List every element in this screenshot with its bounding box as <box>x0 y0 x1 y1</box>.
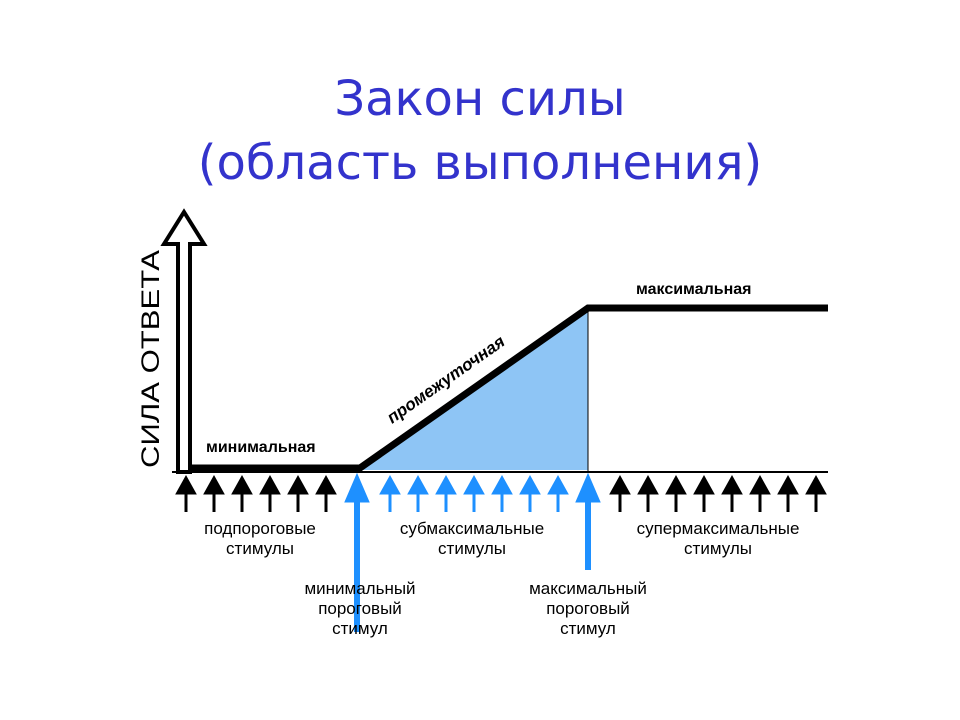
stimulus-arrow-icon <box>777 474 799 512</box>
min-threshold-label-line1: минимальный <box>304 579 415 598</box>
stimulus-arrow-icon <box>259 474 281 512</box>
stimulus-arrow-icon <box>203 474 225 512</box>
max-threshold-label: максимальный пороговый стимул <box>529 579 647 638</box>
stimulus-arrow-icon <box>435 474 457 512</box>
submaximal-label: субмаксимальные стимулы <box>400 519 544 558</box>
max-threshold-label-line3: стимул <box>560 619 616 638</box>
stimulus-arrow-icon <box>379 474 401 512</box>
stimulus-arrow-icon <box>407 474 429 512</box>
stimulus-arrow-icon <box>231 474 253 512</box>
min-threshold-label-line3: стимул <box>332 619 388 638</box>
stimulus-arrow-icon <box>721 474 743 512</box>
stimulus-arrow-icon <box>547 474 569 512</box>
supermaximal-label-line2: стимулы <box>684 539 752 558</box>
stimulus-arrow-icon <box>175 474 197 512</box>
max-threshold-arrow-icon <box>575 472 601 570</box>
slide-title: Закон силы <box>334 71 626 127</box>
subthreshold-arrows <box>175 474 337 512</box>
response-curve <box>177 304 828 472</box>
min-threshold-arrow-icon <box>344 472 370 632</box>
supermaximal-arrows <box>609 474 827 512</box>
slide-subtitle: (область выполнения) <box>197 135 763 191</box>
stimulus-arrow-icon <box>693 474 715 512</box>
submaximal-arrows <box>379 474 569 512</box>
max-threshold-label-line2: пороговый <box>546 599 630 618</box>
stimulus-arrow-icon <box>749 474 771 512</box>
supermaximal-label-line1: супермаксимальные <box>637 519 800 538</box>
y-axis-label: СИЛА ОТВЕТА <box>137 250 165 468</box>
subthreshold-label-line2: стимулы <box>226 539 294 558</box>
stimulus-arrow-icon <box>491 474 513 512</box>
max-threshold-label-line1: максимальный <box>529 579 647 598</box>
stimulus-arrow-icon <box>519 474 541 512</box>
y-axis-arrow <box>160 208 208 474</box>
min-threshold-label: минимальный пороговый стимул <box>304 579 415 638</box>
stimulus-arrow-icon <box>637 474 659 512</box>
stimulus-arrow-icon <box>609 474 631 512</box>
stimulus-arrow-icon <box>805 474 827 512</box>
subthreshold-label-line1: подпороговые <box>204 519 316 538</box>
stimulus-arrow-icon <box>665 474 687 512</box>
level-label-maximal: максимальная <box>636 281 751 298</box>
stimulus-arrow-icon <box>463 474 485 512</box>
level-label-minimal: минимальная <box>206 439 316 456</box>
subthreshold-label: подпороговые стимулы <box>204 519 316 558</box>
min-threshold-label-line2: пороговый <box>318 599 402 618</box>
stimulus-arrow-icon <box>315 474 337 512</box>
supermaximal-label: супермаксимальные стимулы <box>637 519 800 558</box>
submaximal-label-line1: субмаксимальные <box>400 519 544 538</box>
submaximal-label-line2: стимулы <box>438 539 506 558</box>
stimulus-arrow-icon <box>287 474 309 512</box>
